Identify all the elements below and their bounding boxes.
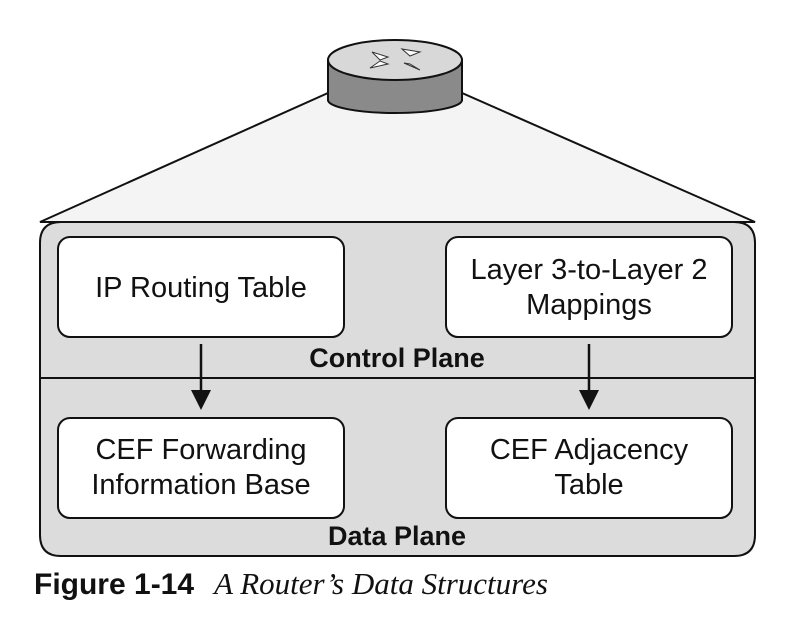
l3-l2-mappings-label-line2: Mappings [526, 289, 652, 321]
figure-title: A Router’s Data Structures [214, 566, 548, 601]
cef-fib-label-line2: Information Base [91, 469, 310, 501]
arrow-mappings-to-adjacency [579, 344, 599, 410]
arrow-routing-to-fib [191, 344, 211, 410]
cef-adjacency-box [445, 417, 733, 519]
ip-routing-table-box [57, 236, 345, 338]
data-plane-label: Data Plane [328, 521, 466, 551]
control-plane-label: Control Plane [309, 343, 485, 373]
cef-fib-label-line1: CEF Forwarding [95, 434, 306, 466]
figure-number: Figure 1-14 [34, 568, 195, 601]
cef-fib-box [57, 417, 345, 519]
l3-l2-mappings-box [445, 236, 733, 338]
cef-adjacency-label-line1: CEF Adjacency [490, 434, 689, 466]
cef-adjacency-label-line2: Table [554, 469, 623, 501]
l3-l2-mappings-label-line1: Layer 3-to-Layer 2 [471, 254, 708, 286]
router-icon [327, 39, 463, 114]
figure-caption: Figure 1-14 A Router’s Data Structures [34, 566, 548, 602]
ip-routing-table-label: IP Routing Table [95, 272, 307, 304]
